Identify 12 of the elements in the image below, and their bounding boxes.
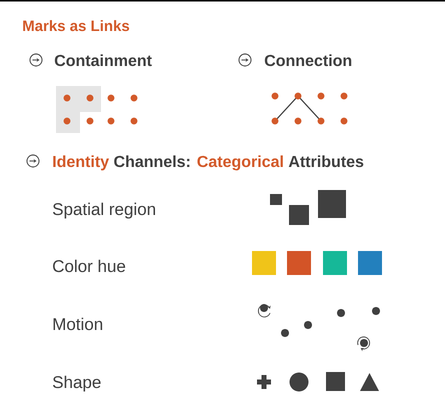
- row-label: Motion: [54, 318, 102, 330]
- section-title: Marks as Links: [23, 20, 130, 32]
- heading: Containment: [54, 54, 152, 66]
- row-label: Color hue: [53, 260, 126, 272]
- label: Categorical: [197, 155, 283, 170]
- heading: Connection: [264, 54, 352, 66]
- label: Channels:: [114, 155, 190, 168]
- row-label: Shape: [52, 376, 101, 392]
- row-label: Spatial region: [52, 202, 156, 219]
- heading: Identity Channels: Categorical Attributes: [53, 155, 364, 170]
- label: Attributes: [288, 155, 364, 168]
- label: Identity: [53, 155, 110, 170]
